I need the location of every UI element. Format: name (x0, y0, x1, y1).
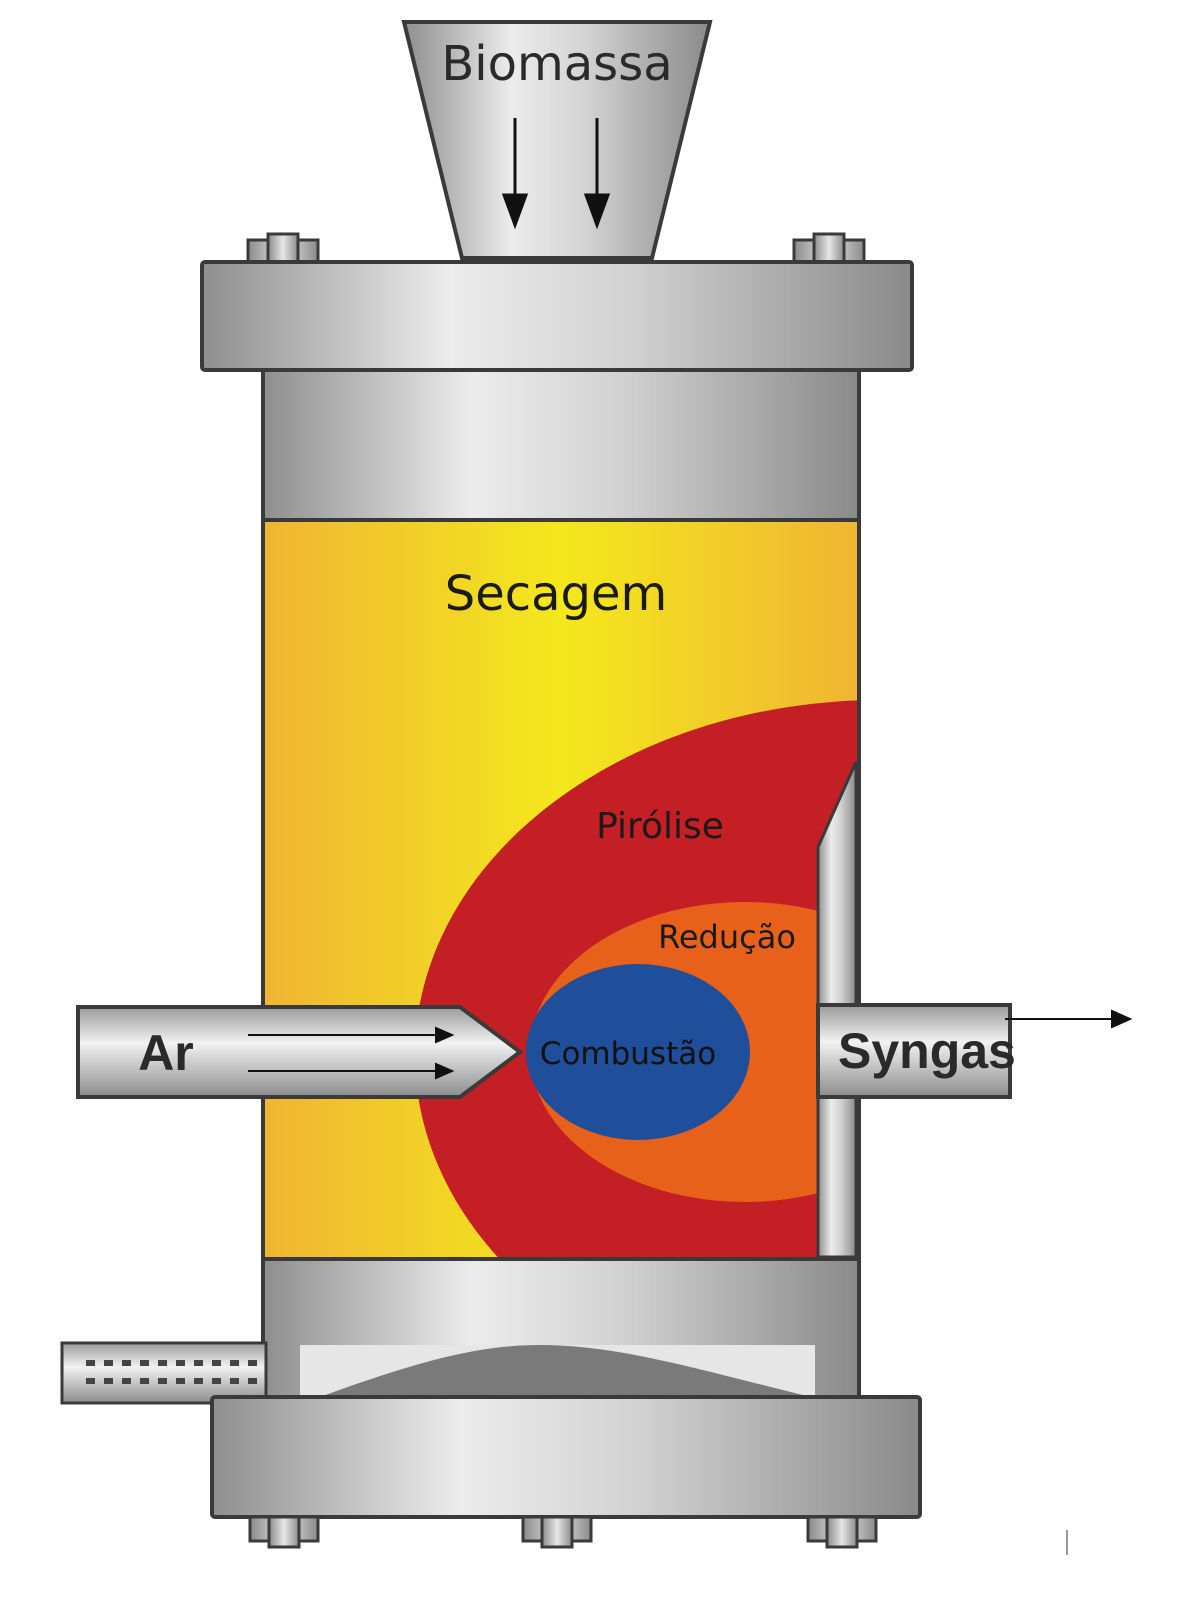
upper-cylinder (261, 368, 861, 522)
ash-pile (300, 1345, 815, 1400)
combustao-label: Combustão (540, 1036, 716, 1072)
air-flow-arrows (248, 1026, 455, 1080)
syngas-outlet-pipe (816, 1003, 1012, 1099)
bottom-bolts (248, 1515, 878, 1549)
top-bolts (246, 232, 866, 266)
feed-arrows (501, 118, 611, 230)
ar-label: Ar (138, 1025, 194, 1081)
combustao-zone (526, 964, 750, 1140)
syngas-label: Syngas (838, 1023, 1016, 1079)
reducao-label: Redução (658, 918, 796, 956)
ash-removal-duct (60, 1341, 268, 1405)
secagem-label: Secagem (445, 566, 668, 622)
biomassa-label: Biomassa (441, 36, 672, 92)
syngas-flow-arrow (1005, 1009, 1133, 1029)
pirolise-label: Pirólise (596, 806, 724, 847)
reaction-chamber (265, 522, 857, 1257)
top-flange (200, 260, 914, 372)
bottom-flange (210, 1395, 922, 1519)
air-inlet-pipe (76, 1005, 524, 1099)
biomass-hopper (401, 20, 713, 260)
